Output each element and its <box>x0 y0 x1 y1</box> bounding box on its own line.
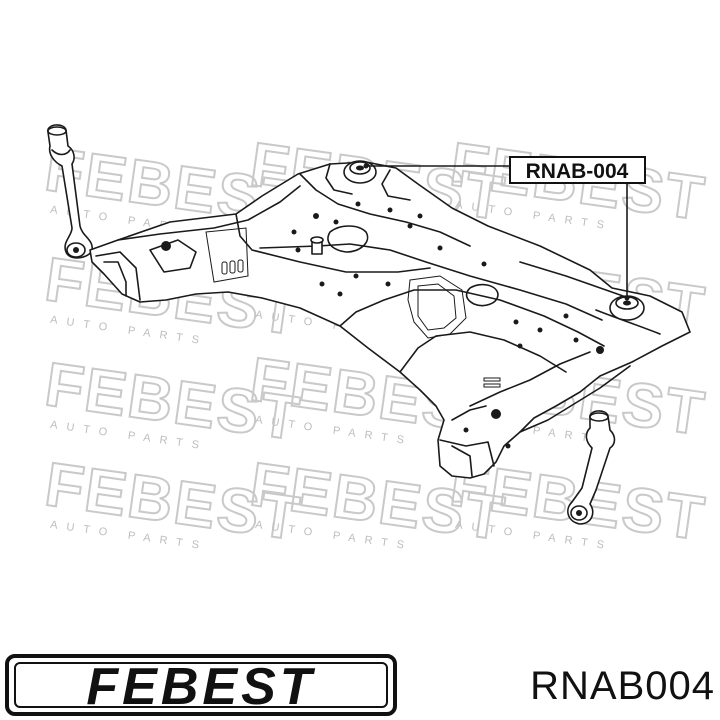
center-stud <box>310 236 324 255</box>
febest-logo: FEBEST <box>5 654 397 716</box>
right-stabilizer-link <box>567 410 616 525</box>
bushing-right <box>609 295 645 321</box>
callout-leaders <box>363 163 630 301</box>
frame-body <box>89 161 691 479</box>
part-number: RNAB004 <box>530 664 715 708</box>
logo-text: FEBEST <box>86 658 315 716</box>
frame-details <box>95 163 661 477</box>
part-callout: RNAB-004 <box>509 156 646 184</box>
mounting-holes <box>161 201 604 449</box>
subframe-drawing: RNAB-004 <box>47 124 691 525</box>
bracket-slots <box>221 259 501 388</box>
part-callout-label: RNAB-004 <box>526 160 629 183</box>
bushing-left <box>343 160 377 184</box>
